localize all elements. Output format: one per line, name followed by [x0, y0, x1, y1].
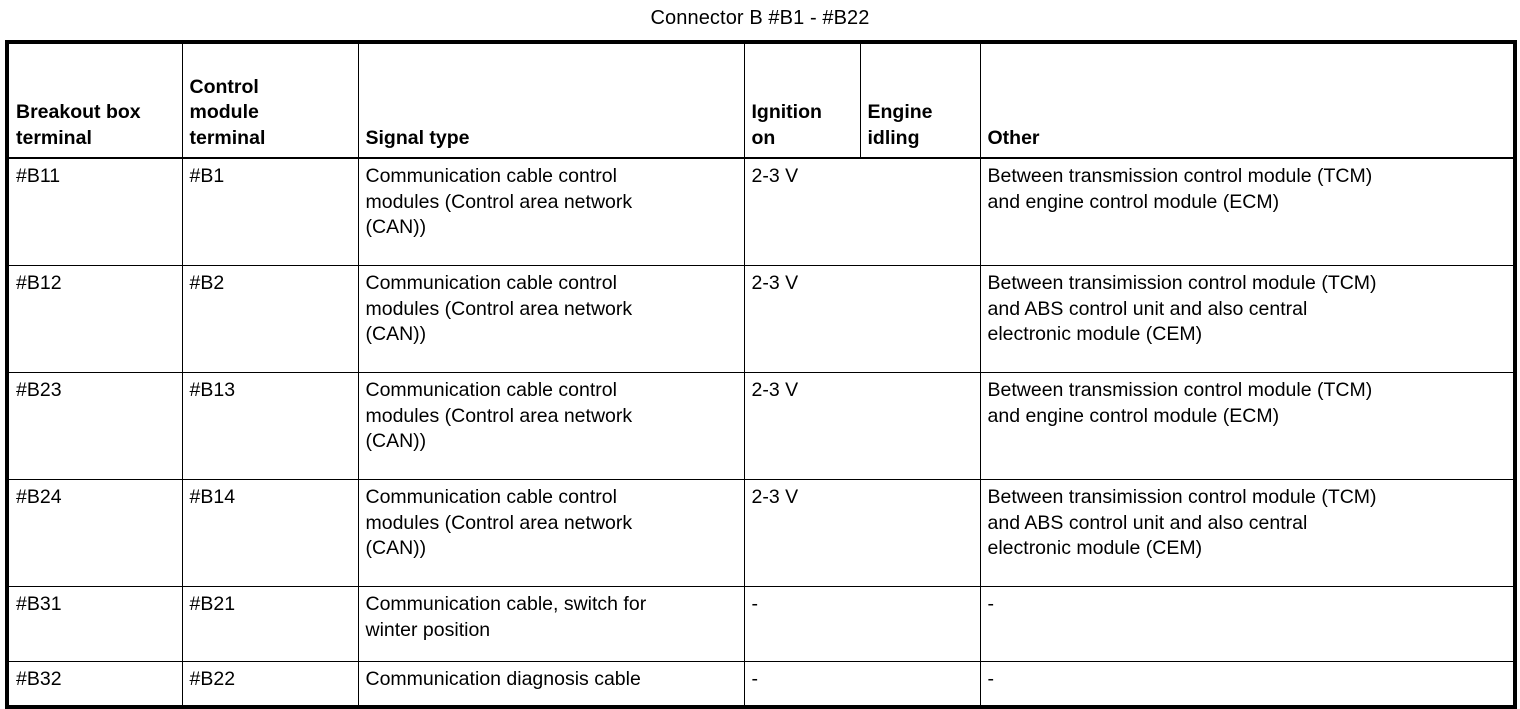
cell-breakout-terminal: #B23 [6, 372, 183, 480]
connector-pinout-table: Breakout box terminal Control module ter… [5, 40, 1517, 709]
cell-ignition-on: 2-3 V [743, 157, 981, 266]
cell-control-module-terminal: #B1 [181, 157, 359, 266]
table-header-row: Breakout box terminal Control module ter… [6, 41, 1516, 159]
cell-other: Between transimission control module (TC… [979, 265, 1516, 373]
cell-breakout-terminal: #B24 [6, 479, 183, 587]
cell-breakout-terminal: #B11 [6, 157, 183, 266]
cell-signal-type: Communication cable, switch for winter p… [357, 586, 745, 662]
cell-other: Between transimission control module (TC… [979, 479, 1516, 587]
table-row: #B12 #B2 Communication cable control mod… [6, 265, 1516, 373]
document-page: Connector B #B1 - #B22 Breakout box term… [5, 7, 1517, 709]
table-row: #B24 #B14 Communication cable control mo… [6, 479, 1516, 587]
cell-ignition-on: - [743, 586, 981, 662]
cell-other: Between transmission control module (TCM… [979, 157, 1516, 266]
cell-other: Between transmission control module (TCM… [979, 372, 1516, 480]
cell-other: - [979, 661, 1516, 708]
cell-ignition-on: - [743, 661, 981, 708]
cell-breakout-terminal: #B32 [6, 661, 183, 708]
cell-control-module-terminal: #B13 [181, 372, 359, 480]
page-title: Connector B #B1 - #B22 [650, 7, 870, 29]
table-row: #B32 #B22 Communication diagnosis cable … [6, 661, 1516, 708]
table-row: #B23 #B13 Communication cable control mo… [6, 372, 1516, 480]
cell-breakout-terminal: #B31 [6, 586, 183, 662]
cell-other: - [979, 586, 1516, 662]
table-row: #B11 #B1 Communication cable control mod… [6, 157, 1516, 266]
cell-breakout-terminal: #B12 [6, 265, 183, 373]
cell-signal-type: Communication diagnosis cable [357, 661, 745, 708]
cell-signal-type: Communication cable control modules (Con… [357, 372, 745, 480]
cell-signal-type: Communication cable control modules (Con… [357, 265, 745, 373]
column-header-breakout-box-terminal: Breakout box terminal [6, 41, 183, 159]
column-header-engine-idling: Engine idling [859, 41, 981, 159]
column-header-control-module-terminal: Control module terminal [181, 41, 359, 159]
cell-control-module-terminal: #B14 [181, 479, 359, 587]
table-row: #B31 #B21 Communication cable, switch fo… [6, 586, 1516, 662]
cell-control-module-terminal: #B22 [181, 661, 359, 708]
column-header-ignition-on: Ignition on [743, 41, 861, 159]
cell-signal-type: Communication cable control modules (Con… [357, 479, 745, 587]
cell-ignition-on: 2-3 V [743, 372, 981, 480]
connector-table-container: Breakout box terminal Control module ter… [5, 40, 1517, 709]
cell-ignition-on: 2-3 V [743, 479, 981, 587]
cell-control-module-terminal: #B2 [181, 265, 359, 373]
cell-ignition-on: 2-3 V [743, 265, 981, 373]
column-header-signal-type: Signal type [357, 41, 745, 159]
column-header-other: Other [979, 41, 1516, 159]
cell-control-module-terminal: #B21 [181, 586, 359, 662]
cell-signal-type: Communication cable control modules (Con… [357, 157, 745, 266]
